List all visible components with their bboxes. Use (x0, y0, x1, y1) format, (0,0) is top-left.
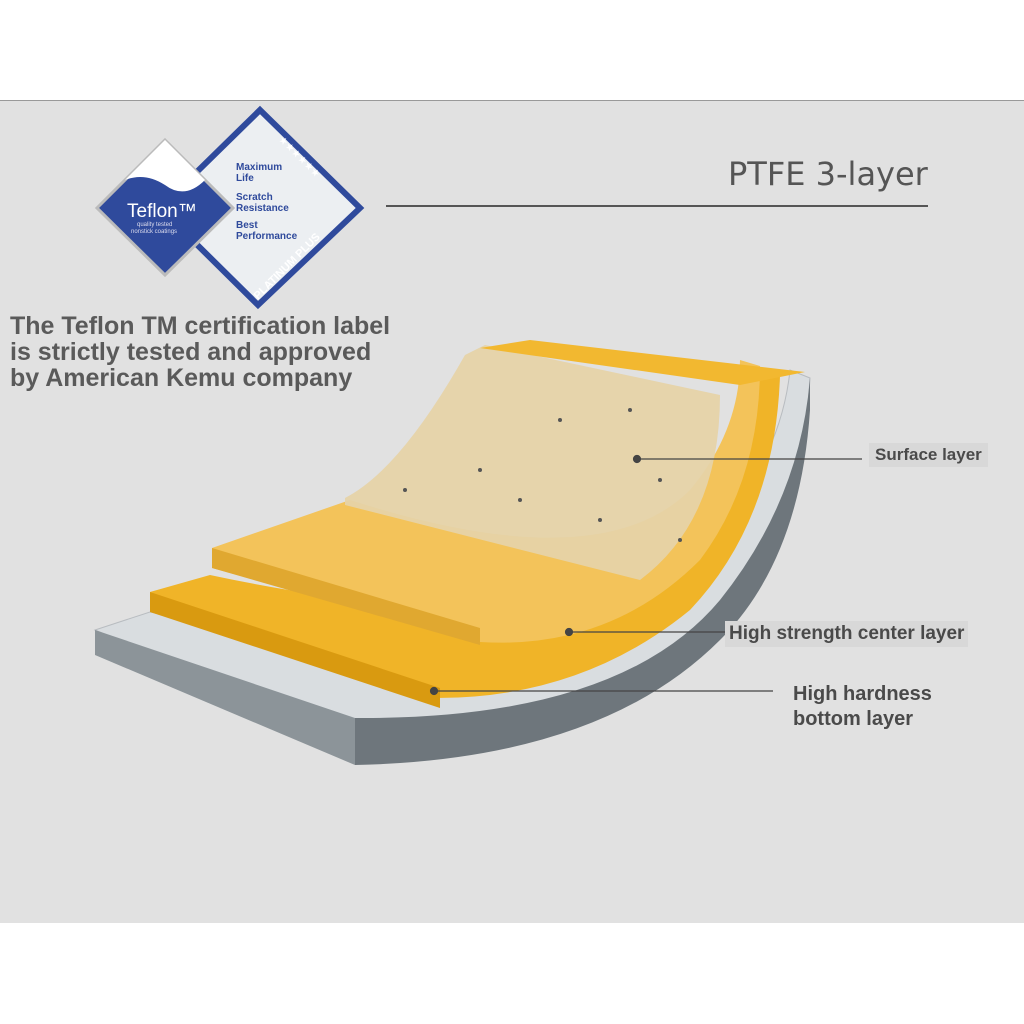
center-layer-front (212, 548, 480, 645)
steel-base-front (95, 630, 355, 765)
cert-line: The Teflon TM certification label (10, 312, 391, 340)
bottom-layer (150, 370, 780, 699)
bottom-layer-front (150, 592, 440, 708)
teflon-platinum-logo: Teflon™ quality tested nonstick coatings… (94, 105, 365, 310)
svg-text:Scratch: Scratch (236, 192, 273, 203)
surface-layer (345, 345, 720, 580)
center-layer-label: High strength center layer (725, 621, 969, 647)
bottom-label-line: High hardness (793, 683, 932, 705)
svg-text:Life: Life (236, 173, 254, 184)
certification-text: The Teflon TM certification label is str… (10, 313, 390, 391)
svg-text:Best: Best (236, 220, 258, 231)
cert-line: by American Kemu company (10, 364, 353, 392)
page-title: PTFE 3-layer (728, 155, 928, 193)
svg-text:nonstick coatings: nonstick coatings (131, 229, 177, 235)
surface-top-strip (480, 340, 805, 385)
bottom-layer-label: High hardness bottom layer (793, 682, 932, 732)
surface-layer-label: Surface layer (869, 443, 988, 467)
steel-base-edge (355, 378, 810, 765)
title-divider (386, 205, 928, 207)
cert-line: is strictly tested and approved (10, 338, 372, 366)
svg-text:Maximum: Maximum (236, 162, 282, 173)
svg-text:Resistance: Resistance (236, 203, 289, 214)
svg-text:Performance: Performance (236, 231, 298, 242)
svg-text:quality tested: quality tested (137, 222, 172, 228)
bottom-label-line: bottom layer (793, 708, 914, 730)
logo-brand: Teflon™ (127, 201, 197, 222)
